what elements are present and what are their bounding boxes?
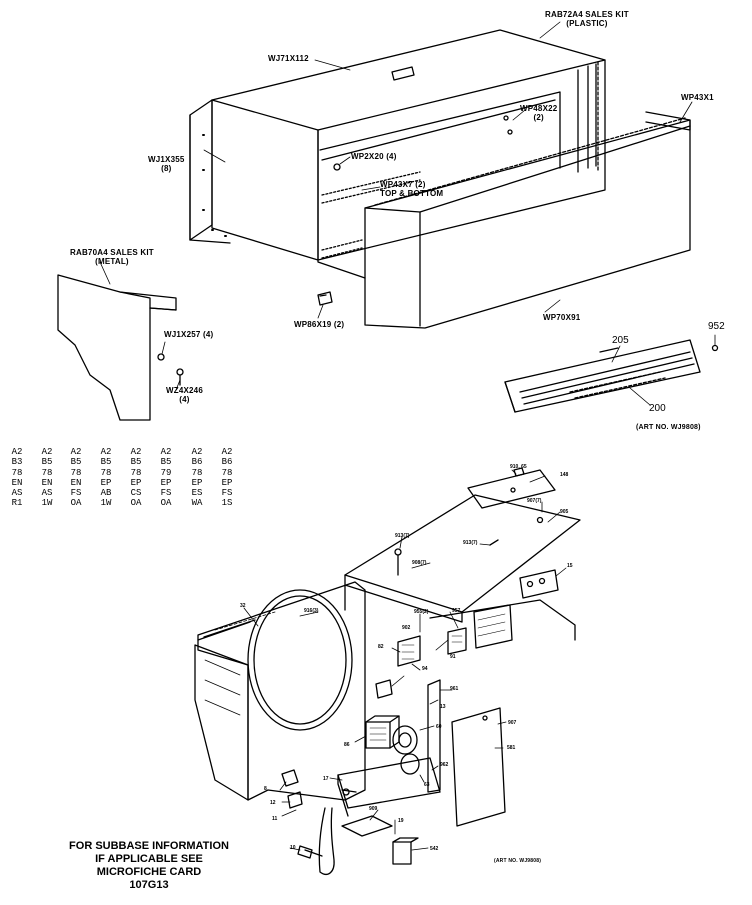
- part-number: 955(2): [414, 609, 429, 615]
- label-wp48x22: WP48X22 (2): [520, 104, 557, 122]
- louver-assembly: [504, 339, 719, 413]
- model-number: A2B578ENAS1W: [41, 447, 53, 509]
- label-wp43x1: WP43X1: [681, 93, 714, 102]
- label-wj71x112: WJ71X112: [268, 54, 309, 63]
- label-line: WJ1X355: [148, 155, 185, 164]
- label-line: (2): [533, 113, 544, 122]
- model-number: A2B678EPFS1S: [221, 447, 233, 509]
- part-number: 957: [452, 608, 461, 614]
- leader-lines-top: [99, 21, 716, 406]
- part-number: 902: [402, 625, 411, 631]
- part-number: 909: [369, 806, 378, 812]
- model-number: A2B678EPESWA: [191, 447, 203, 509]
- part-number: 86: [344, 742, 350, 748]
- chassis-assembly: [194, 467, 581, 875]
- metal-sales-kit: [57, 274, 184, 421]
- clip-part: [317, 291, 333, 306]
- part-number: 94: [422, 666, 428, 672]
- note-line: 107G13: [129, 879, 169, 891]
- part-number: 17: [323, 776, 329, 782]
- label-wp43x7: WP43X7 (2) TOP & BOTTOM: [380, 180, 443, 198]
- part-number: 13: [440, 704, 446, 710]
- note-line: MICROFICHE CARD: [96, 866, 202, 878]
- part-number: 63: [424, 782, 430, 788]
- label-wp70x91: WP70X91: [543, 313, 581, 322]
- label-wj1x257: WJ1X257 (4): [164, 330, 214, 339]
- part-number: 907(7): [527, 498, 542, 504]
- front-cover-panel: [364, 111, 691, 329]
- label-line: (4): [179, 395, 190, 404]
- part-number: 962: [440, 762, 449, 768]
- label-200: 200: [649, 403, 666, 414]
- part-number: 19: [398, 818, 404, 824]
- label-wz4x246: WZ4X246 (4): [166, 386, 203, 404]
- label-wp2x20: WP2X20 (4): [351, 152, 397, 161]
- part-number: 913(7): [395, 533, 410, 539]
- part-number: 8: [264, 786, 267, 792]
- part-number: 910, 65: [510, 464, 527, 470]
- label-line: (METAL): [95, 257, 129, 266]
- model-number: A2B578ENFSOA: [70, 447, 82, 509]
- model-number: A2B378ENASR1: [11, 447, 23, 509]
- label-line: (8): [161, 164, 172, 173]
- model-number: A2B578EPAB1W: [100, 447, 112, 509]
- leader-lines-bottom: [243, 469, 567, 851]
- label-art-number-top: (ART NO. WJ9808): [636, 424, 701, 431]
- label-205: 205: [612, 335, 629, 346]
- part-number: 905: [560, 509, 569, 515]
- part-number: 907: [508, 720, 517, 726]
- label-art-number-bottom: (ART NO. WJ9808): [494, 858, 542, 864]
- note-line: FOR SUBBASE INFORMATION: [69, 840, 229, 852]
- note-line: IF APPLICABLE SEE: [95, 853, 203, 865]
- label-wp86x19: WP86X19 (2): [294, 320, 345, 329]
- part-number: 581: [507, 745, 516, 751]
- label-rab72a4-sales-kit: RAB72A4 SALES KIT (PLASTIC): [545, 10, 629, 28]
- label-wj1x355: WJ1X355 (8): [148, 155, 185, 173]
- label-rab70a4-sales-kit: RAB70A4 SALES KIT (METAL): [70, 248, 154, 266]
- part-number: 10: [290, 845, 296, 851]
- part-number: 32: [240, 603, 246, 609]
- label-line: WP48X22: [520, 104, 558, 113]
- part-number: 916(3): [304, 608, 319, 614]
- label-line: RAB72A4 SALES KIT: [545, 10, 629, 19]
- part-number: 148: [560, 472, 569, 478]
- part-number: 542: [430, 846, 439, 852]
- label-line: RAB70A4 SALES KIT: [70, 248, 154, 257]
- part-number: 60: [436, 724, 442, 730]
- label-line: TOP & BOTTOM: [380, 189, 444, 198]
- part-number: 908(7): [412, 560, 427, 566]
- label-line: WP43X7 (2): [380, 180, 426, 189]
- part-number: 12: [270, 800, 276, 806]
- part-number: 11: [272, 816, 278, 822]
- part-number: 15: [567, 563, 573, 569]
- model-number: A2B579EPFSOA: [160, 447, 172, 509]
- label-line: (PLASTIC): [566, 19, 608, 28]
- label-952: 952: [708, 321, 725, 332]
- label-line: WZ4X246: [166, 386, 203, 395]
- part-number: 82: [378, 644, 384, 650]
- model-number: A2B578EPCSOA: [130, 447, 142, 509]
- part-number: 913(7): [463, 540, 478, 546]
- part-number: 91: [450, 654, 456, 660]
- part-number: 961: [450, 686, 459, 692]
- subbase-note: FOR SUBBASE INFORMATION IF APPLICABLE SE…: [44, 840, 254, 892]
- wall-sleeve-cabinet: [189, 29, 606, 279]
